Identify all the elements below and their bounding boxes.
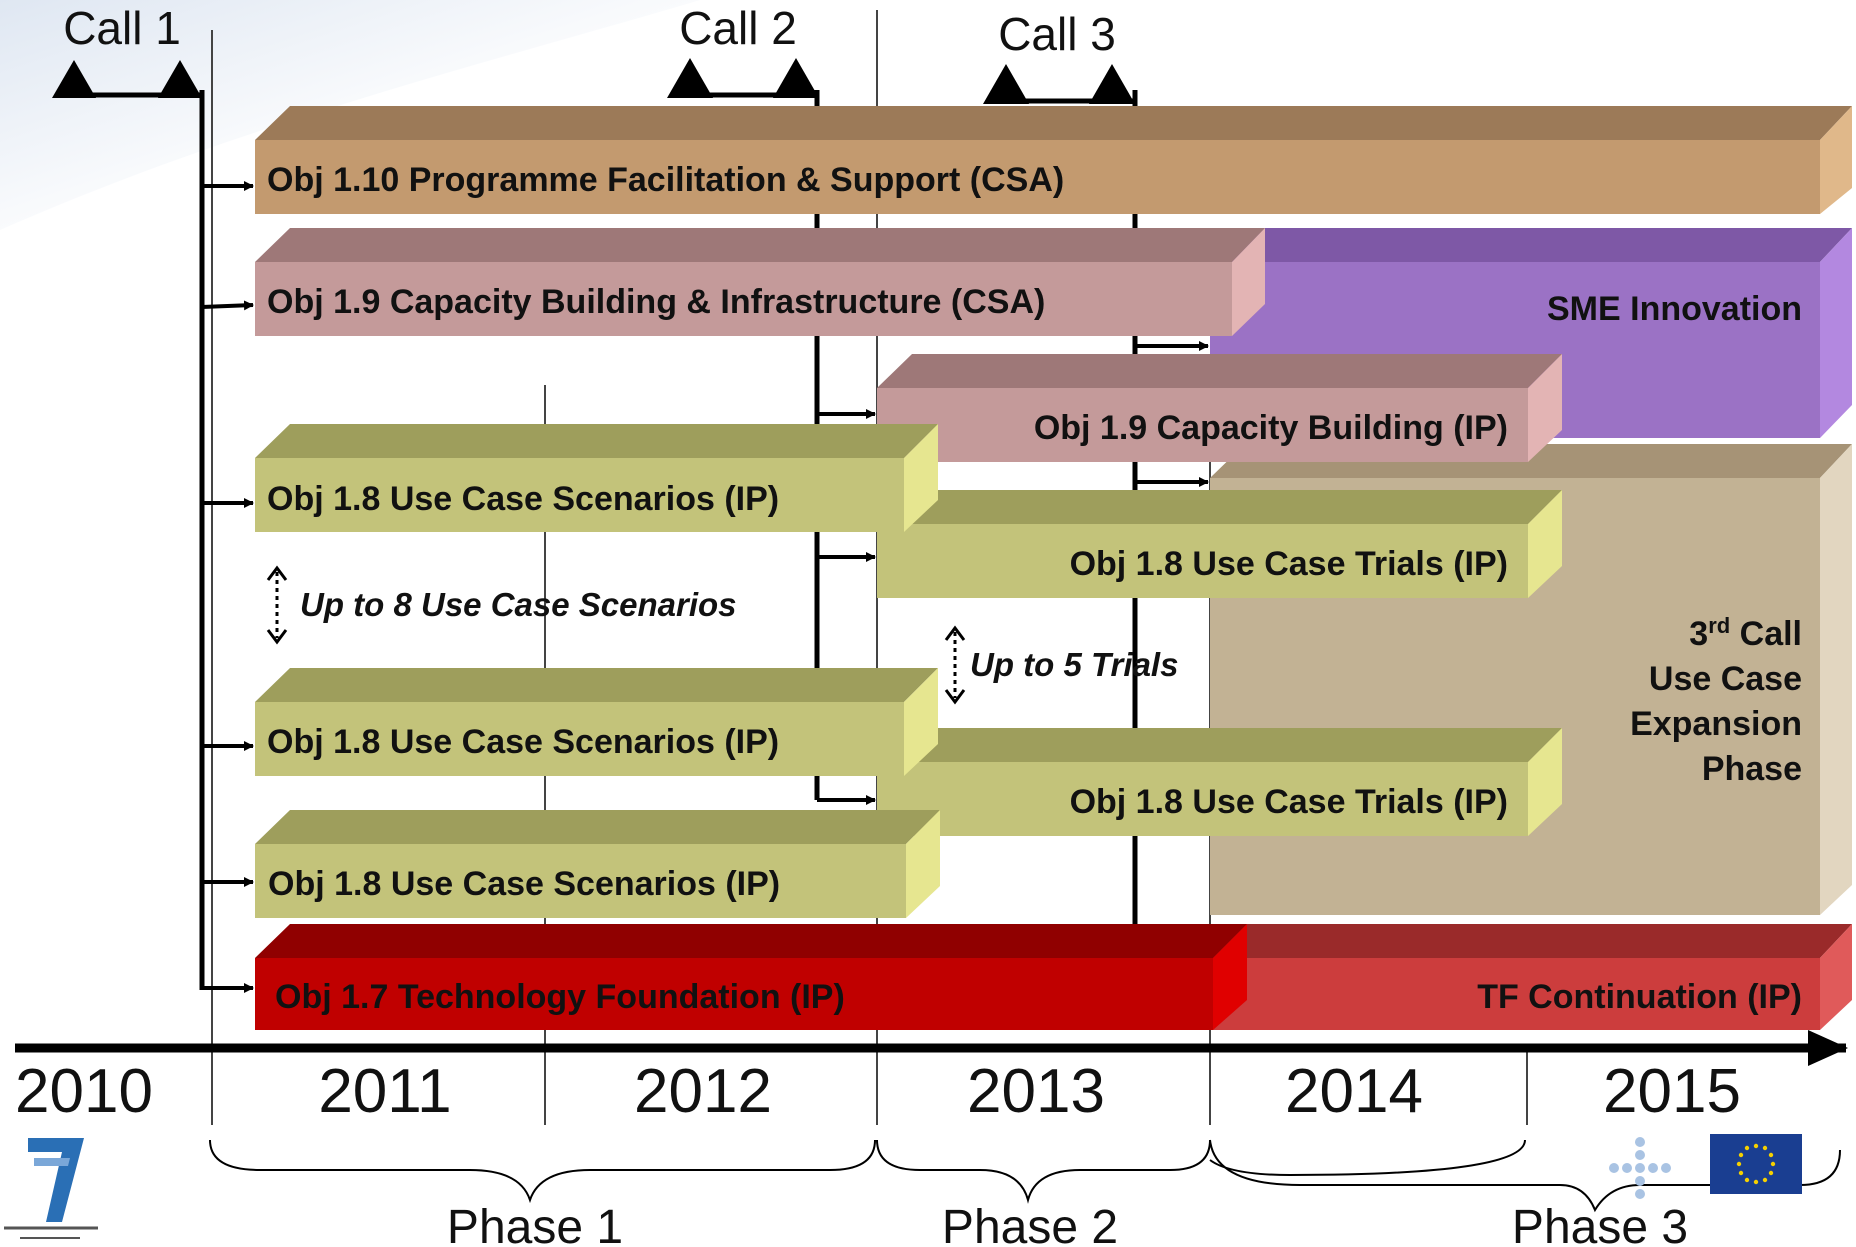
bar-tf-continuation-label: TF Continuation (IP) <box>1477 978 1802 1016</box>
call-1-bracket <box>52 60 202 98</box>
bar-obj-1-7-label: Obj 1.7 Technology Foundation (IP) <box>275 978 845 1016</box>
trials-note-text: Up to 5 Trials <box>970 646 1178 683</box>
bar-tf-continuation: TF Continuation (IP) <box>1210 924 1852 1030</box>
bar-obj-1-10: Obj 1.10 Programme Facilitation & Suppor… <box>255 106 1852 214</box>
bar-obj-1-8-scenarios-2: Obj 1.8 Use Case Scenarios (IP) <box>255 668 938 776</box>
bar-obj-1-7: Obj 1.7 Technology Foundation (IP) <box>255 924 1247 1030</box>
year-2014: 2014 <box>1285 1057 1423 1126</box>
bar-obj-1-9-ip: Obj 1.9 Capacity Building (IP) <box>877 354 1562 462</box>
phase-2-label: Phase 2 <box>942 1201 1118 1247</box>
scenarios-note-text: Up to 8 Use Case Scenarios <box>300 586 737 623</box>
third-call-line-2: Use Case <box>1649 660 1802 698</box>
fp7-logo <box>0 1138 100 1239</box>
bar-obj-1-8-trials-2-label: Obj 1.8 Use Case Trials (IP) <box>1070 783 1508 821</box>
year-2015: 2015 <box>1603 1057 1741 1126</box>
year-2012: 2012 <box>634 1057 772 1126</box>
year-2011: 2011 <box>318 1057 451 1126</box>
phase-3-label: Phase 3 <box>1512 1201 1688 1247</box>
scenarios-note: Up to 8 Use Case Scenarios <box>266 565 737 645</box>
bar-obj-1-9-csa: Obj 1.9 Capacity Building & Infrastructu… <box>255 228 1265 336</box>
bar-obj-1-9-ip-label: Obj 1.9 Capacity Building (IP) <box>1034 409 1508 447</box>
call-1-label: Call 1 <box>63 2 181 54</box>
phase-3-inner-brace <box>1209 1139 1526 1177</box>
bar-obj-1-8-trials-1-label: Obj 1.8 Use Case Trials (IP) <box>1070 545 1508 583</box>
bar-obj-1-8-trials-1: Obj 1.8 Use Case Trials (IP) <box>877 490 1562 598</box>
third-call-title: 3rd Call <box>1689 613 1802 654</box>
third-call-line-3: Expansion <box>1630 705 1802 743</box>
bar-obj-1-8-scenarios-1: Obj 1.8 Use Case Scenarios (IP) <box>255 424 938 532</box>
bar-sme-innovation-label: SME Innovation <box>1547 290 1802 328</box>
call-1-arrows <box>201 181 254 993</box>
trials-note: Up to 5 Trials <box>944 625 1178 705</box>
phase-1-brace <box>209 1139 876 1204</box>
bar-obj-1-8-scenarios-3: Obj 1.8 Use Case Scenarios (IP) <box>255 810 940 918</box>
call-2-arrows <box>817 409 876 805</box>
bar-obj-1-9-csa-label: Obj 1.9 Capacity Building & Infrastructu… <box>267 283 1045 321</box>
year-2013: 2013 <box>967 1057 1105 1126</box>
bar-obj-1-8-trials-2: Obj 1.8 Use Case Trials (IP) <box>877 728 1562 836</box>
bar-obj-1-8-scenarios-2-label: Obj 1.8 Use Case Scenarios (IP) <box>267 723 779 761</box>
phase-3-brace <box>1209 1139 1841 1213</box>
call-2-bracket <box>667 58 819 98</box>
bar-obj-1-10-label: Obj 1.10 Programme Facilitation & Suppor… <box>267 161 1064 199</box>
bar-obj-1-8-scenarios-1-label: Obj 1.8 Use Case Scenarios (IP) <box>267 480 779 518</box>
background-wave <box>0 0 700 230</box>
phase-2-brace <box>876 1139 1211 1204</box>
dotted-cross-logo <box>1609 1137 1671 1199</box>
third-call-line-4: Phase <box>1702 750 1802 788</box>
phase-1-label: Phase 1 <box>447 1201 623 1247</box>
call-3-label: Call 3 <box>998 8 1116 60</box>
call-3-arrows <box>1135 341 1209 487</box>
year-2010: 2010 <box>15 1057 153 1126</box>
bar-obj-1-8-scenarios-3-label: Obj 1.8 Use Case Scenarios (IP) <box>268 865 780 903</box>
eu-flag-logo <box>1710 1134 1802 1194</box>
call-3-bracket <box>983 64 1135 104</box>
call-2-label: Call 2 <box>679 2 797 54</box>
